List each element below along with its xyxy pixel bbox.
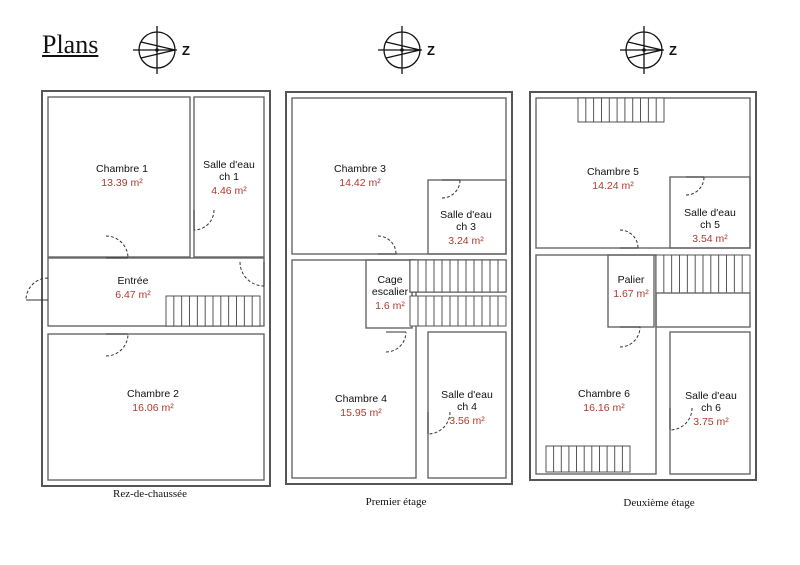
door-salle-deau-4 [427, 411, 451, 435]
room-salle-deau-ch1-name: ch 1 [219, 171, 239, 183]
room-salle-deau-ch4-name: ch 4 [457, 401, 477, 413]
page-title: Plans [42, 30, 99, 59]
room-chambre-3-name: Chambre 3 [334, 163, 386, 175]
room-salle-deau-ch6-name: ch 6 [701, 402, 721, 414]
compass-letter: Z [669, 43, 677, 58]
room-palier-name: Palier [618, 274, 645, 286]
compass-needle [385, 41, 421, 59]
room-chambre-2 [47, 333, 265, 481]
room-palier-area: 1.67 m² [613, 288, 649, 300]
room-salle-deau-ch6 [669, 331, 751, 475]
room-chambre-2-area: 16.06 m² [132, 402, 174, 414]
room-chambre-4 [291, 259, 417, 479]
room-chambre-3-area: 14.42 m² [339, 177, 381, 189]
room-chambre-2-name: Chambre 2 [127, 388, 179, 400]
room-salle-deau-ch4 [427, 331, 507, 479]
floor-outline [285, 91, 513, 485]
room-salle-deau-ch1 [193, 96, 265, 258]
room-salle-deau-ch3 [427, 179, 507, 255]
room-cage-escalier-name: escalier [372, 286, 409, 298]
room-chambre-4-area: 15.95 m² [340, 407, 382, 419]
room-chambre-1-name: Chambre 1 [96, 163, 148, 175]
staircase [545, 445, 631, 473]
compass-needle [140, 41, 176, 59]
room-salle-deau-ch5-area: 3.54 m² [692, 233, 728, 245]
floor-label: Deuxième étage [623, 497, 694, 509]
room-chambre-5-name: Chambre 5 [587, 166, 639, 178]
compass-center [642, 48, 646, 52]
door-chambre-5 [619, 229, 639, 249]
compass-needle [627, 41, 663, 59]
room-chambre-6-area: 16.16 m² [583, 402, 625, 414]
room-salle-deau-ch1-area: 4.46 m² [211, 185, 247, 197]
room-salle-deau-ch5-name: ch 5 [700, 219, 720, 231]
door-salle-deau-6 [669, 407, 693, 431]
door-salle-deau-3 [441, 179, 461, 199]
room-chambre-5-area: 14.24 m² [592, 180, 634, 192]
door-chambre-1 [105, 235, 129, 259]
door-salle-deau-1 [193, 209, 215, 231]
compass-letter: Z [427, 43, 435, 58]
room-chambre-4-name: Chambre 4 [335, 393, 387, 405]
room-salle-deau-ch4-name: Salle d'eau [441, 389, 493, 401]
room-salle-deau-ch1-name: Salle d'eau [203, 159, 255, 171]
room-chambre-6-name: Chambre 6 [578, 388, 630, 400]
room-entree-area: 6.47 m² [115, 289, 151, 301]
room-chambre-6 [535, 254, 657, 475]
room-salle-deau-ch3-name: Salle d'eau [440, 209, 492, 221]
door-chambre-6 [619, 326, 641, 348]
room-cage-escalier [365, 259, 413, 329]
room-salle-deau-ch3-area: 3.24 m² [448, 235, 484, 247]
room-chambre-1 [47, 96, 191, 258]
room-salle-deau-ch6-name: Salle d'eau [685, 390, 737, 402]
floor-label: Rez-de-chaussée [113, 488, 187, 500]
door-exterior [239, 261, 265, 287]
staircase [577, 97, 665, 123]
door-salle-deau-5 [685, 176, 705, 196]
room-cage-escalier-name: Cage [377, 274, 402, 286]
compass-center [400, 48, 404, 52]
stair-landing [655, 292, 751, 328]
floor-label: Premier étage [366, 496, 427, 508]
room-chambre-1-area: 13.39 m² [101, 177, 143, 189]
room-entree-name: Entrée [118, 275, 149, 287]
compass-letter: Z [182, 43, 190, 58]
room-entree [47, 257, 265, 327]
room-salle-deau-ch6-area: 3.75 m² [693, 416, 729, 428]
door-chambre-3 [377, 235, 397, 255]
door-chambre-4 [385, 331, 407, 353]
door-entree [25, 277, 49, 301]
room-cage-escalier-area: 1.6 m² [375, 300, 405, 312]
floor-outline [529, 91, 757, 481]
compass-center [155, 48, 159, 52]
room-salle-deau-ch4-area: 3.56 m² [449, 415, 485, 427]
floor-outline [41, 90, 271, 487]
door-chambre-2 [105, 333, 129, 357]
room-salle-deau-ch5 [669, 176, 751, 249]
room-salle-deau-ch5-name: Salle d'eau [684, 207, 736, 219]
room-chambre-3 [291, 97, 507, 255]
room-salle-deau-ch3-name: ch 3 [456, 221, 476, 233]
